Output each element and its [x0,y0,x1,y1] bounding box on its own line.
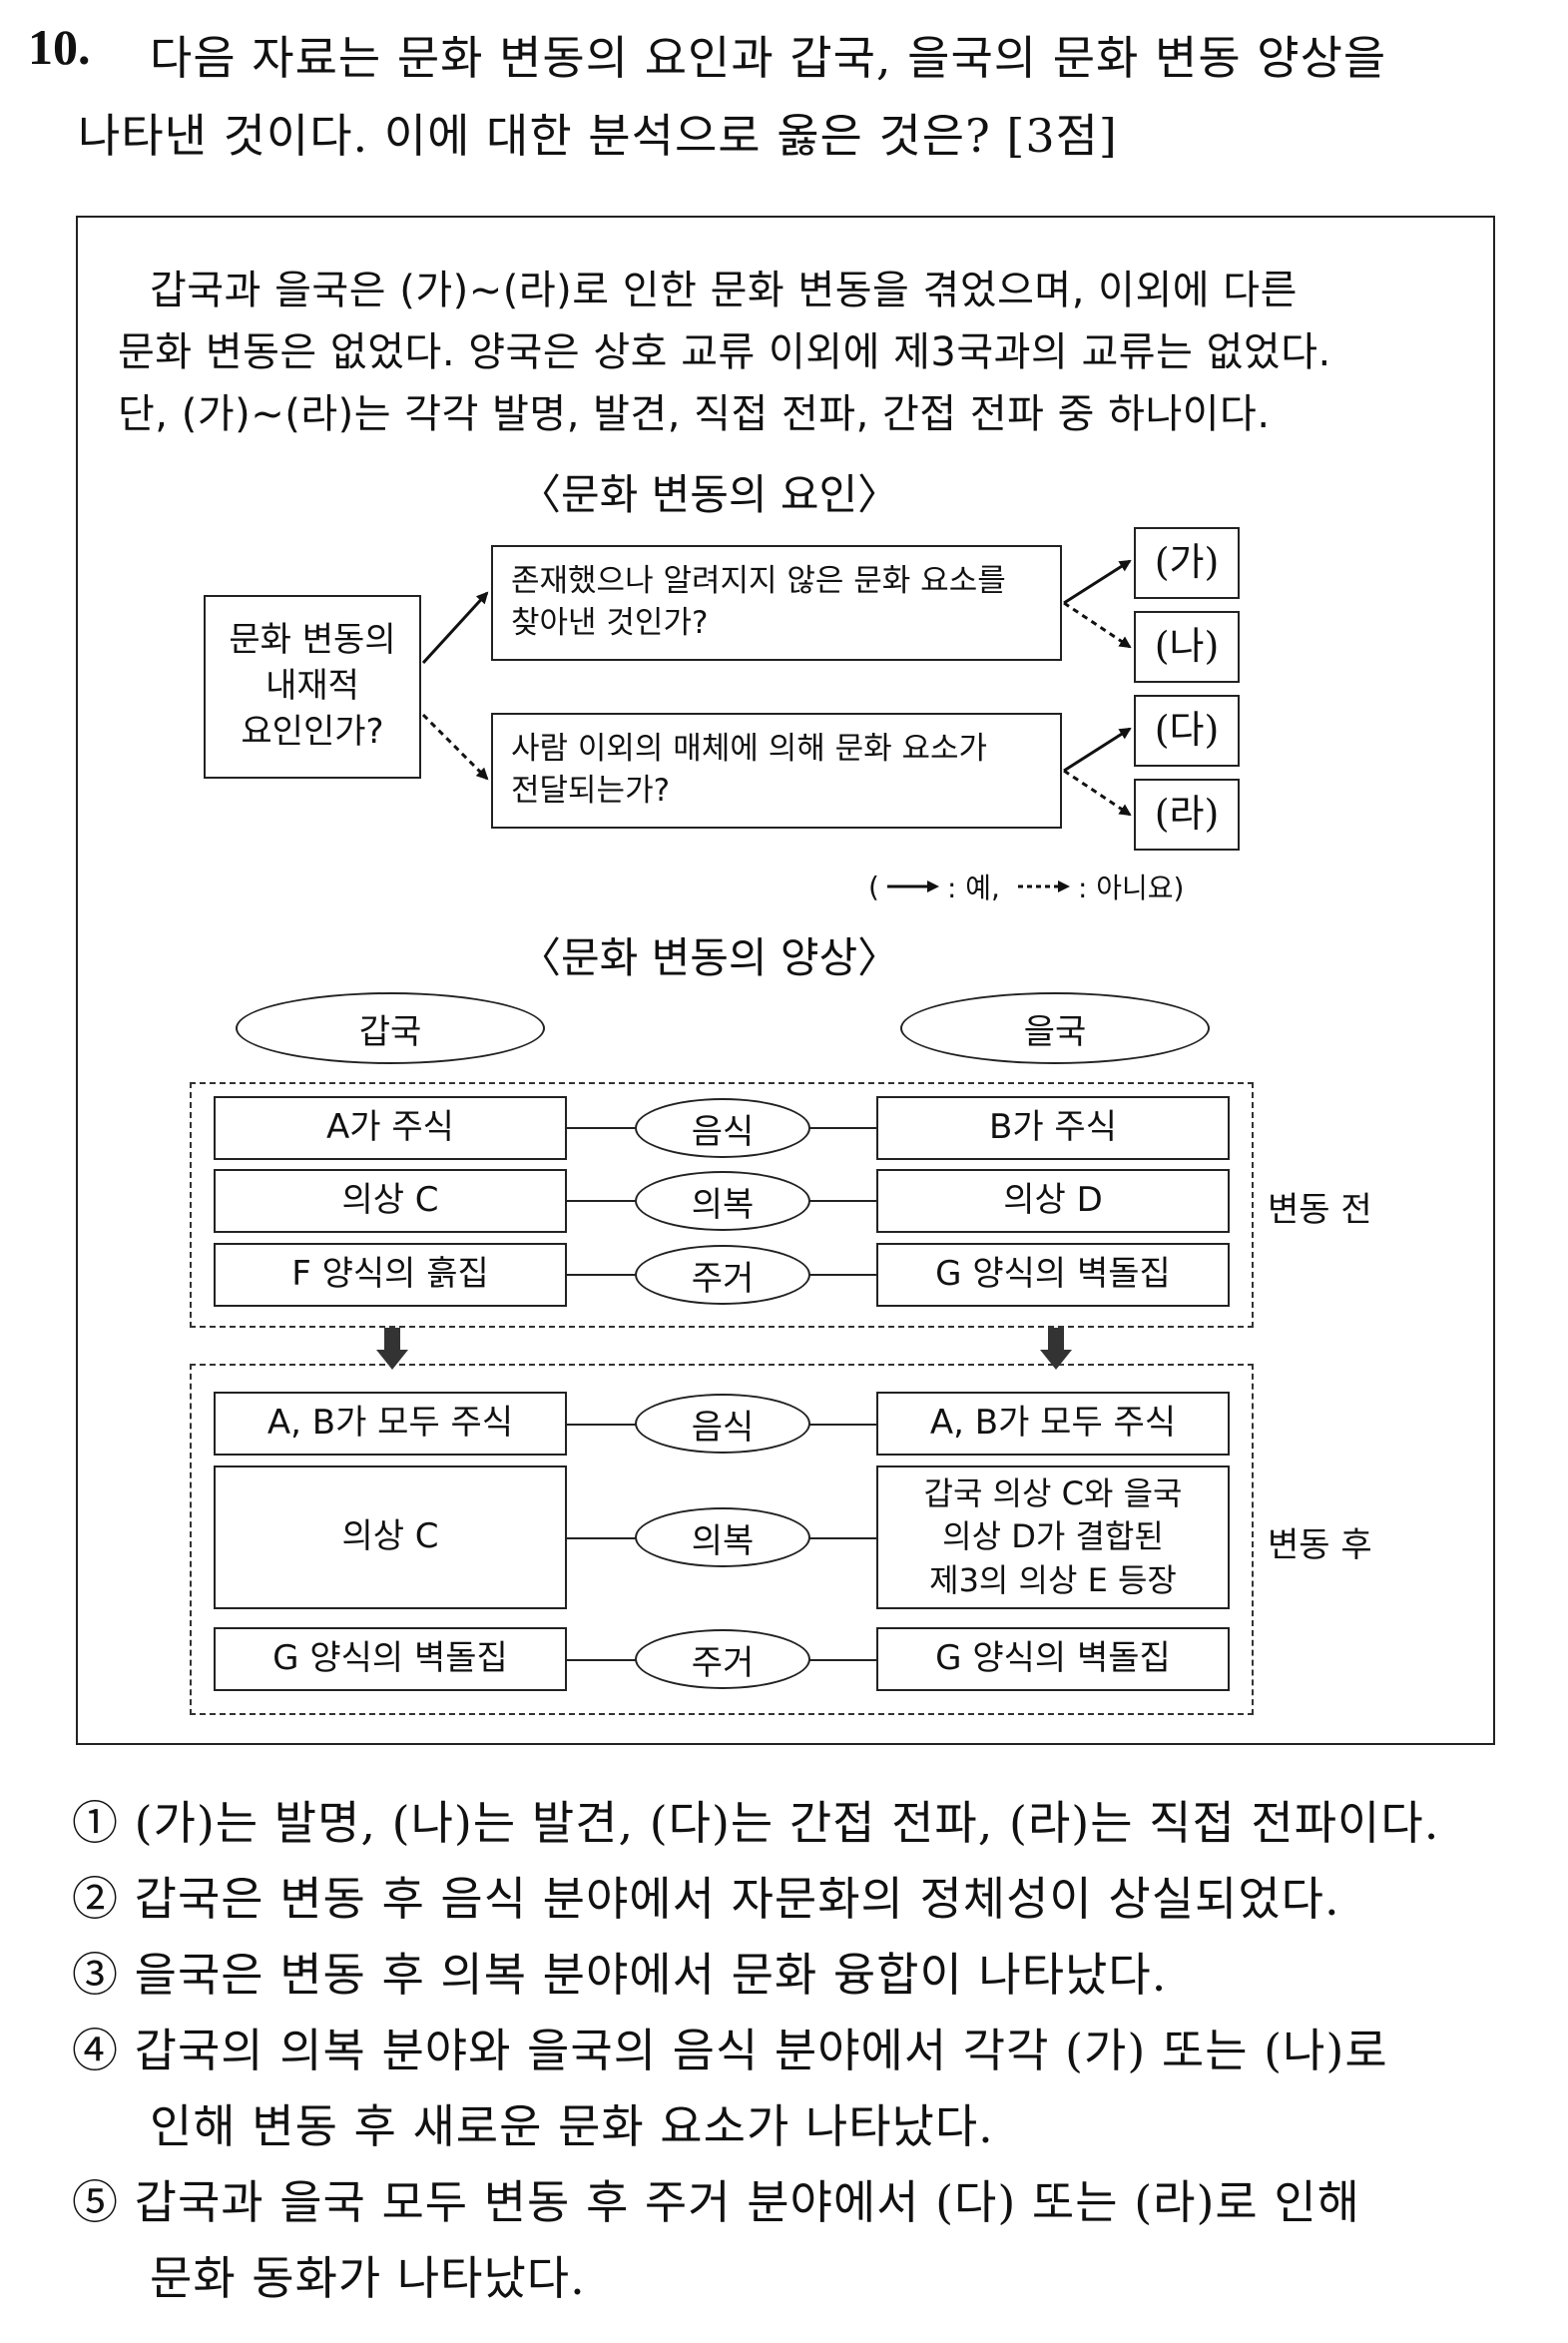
legend-no: : 아니요) [1077,872,1185,904]
before-clothing-gap: 의상 C [214,1169,567,1233]
before-food-gap: A가 주식 [214,1096,567,1160]
option-3[interactable]: ③ 을국은 변동 후 의복 분야에서 문화 융합이 나타났다. [72,1948,1168,2002]
legend: ( : 예, : 아니요) [868,867,1184,906]
question-box-discovery: 존재했으나 알려지지 않은 문화 요소를 찾아낸 것인가? [491,545,1062,661]
after-housing-eul: G 양식의 벽돌집 [876,1627,1230,1691]
after-clothing-domain: 의복 [635,1507,810,1567]
after-group [190,1364,1254,1715]
option-2[interactable]: ② 갑국은 변동 후 음식 분야에서 자문화의 정체성이 상실되었다. [72,1872,1340,1926]
patterns-title: 〈문화 변동의 양상〉 [519,933,900,982]
leaf-na: (나) [1134,611,1240,683]
before-housing-eul: G 양식의 벽돌집 [876,1243,1230,1307]
after-housing-gap: G 양식의 벽돌집 [214,1627,567,1691]
after-food-gap: A, B가 모두 주식 [214,1392,567,1456]
after-food-eul: A, B가 모두 주식 [876,1392,1230,1456]
option-1[interactable]: ① (가)는 발명, (나)는 발견, (다)는 간접 전파, (라)는 직접 … [72,1796,1440,1850]
before-group [190,1082,1254,1328]
factors-title: 〈문화 변동의 요인〉 [519,470,900,519]
before-food-domain: 음식 [635,1098,810,1158]
before-food-eul: B가 주식 [876,1096,1230,1160]
legend-yes: : 예, [946,872,1000,904]
after-food-domain: 음식 [635,1394,810,1454]
dashed-arrow-icon [1017,880,1070,892]
data-frame [76,216,1495,1745]
legend-open: ( [868,870,879,903]
leaf-ga: (가) [1134,527,1240,599]
before-clothing-domain: 의복 [635,1171,810,1231]
question-text-line2: 나타낸 것이다. 이에 대한 분석으로 옳은 것은? [3점] [78,109,1118,163]
before-housing-domain: 주거 [635,1245,810,1305]
after-housing-domain: 주거 [635,1629,810,1689]
option-5[interactable]: ⑤ 갑국과 을국 모두 변동 후 주거 분야에서 (다) 또는 (라)로 인해 [72,2175,1360,2229]
solid-arrow-icon [886,880,939,892]
intro-line1: 갑국과 을국은 (가)~(라)로 인한 문화 변동을 겪었으며, 이외에 다른 [150,268,1298,313]
root-question-box: 문화 변동의 내재적 요인인가? [204,595,421,779]
intro-line3: 단, (가)~(라)는 각각 발명, 발견, 직접 전파, 간접 전파 중 하나… [118,391,1271,437]
question-box-medium: 사람 이외의 매체에 의해 문화 요소가 전달되는가? [491,713,1062,829]
leaf-da: (다) [1134,695,1240,767]
after-label: 변동 후 [1268,1525,1372,1565]
question-text-line1: 다음 자료는 문화 변동의 요인과 갑국, 을국의 문화 변동 양상을 [150,31,1387,85]
option-4[interactable]: ④ 갑국의 의복 분야와 을국의 음식 분야에서 각각 (가) 또는 (나)로 [72,2024,1388,2077]
after-clothing-gap: 의상 C [214,1465,567,1609]
before-housing-gap: F 양식의 흙집 [214,1243,567,1307]
before-clothing-eul: 의상 D [876,1169,1230,1233]
option-5-cont: 문화 동화가 나타났다. [150,2251,586,2305]
question-number: 10. [28,19,91,75]
country-eul-ellipse: 을국 [900,992,1210,1064]
leaf-ra: (라) [1134,779,1240,851]
after-clothing-eul: 갑국 의상 C와 을국 의상 D가 결합된 제3의 의상 E 등장 [876,1465,1230,1609]
before-label: 변동 전 [1268,1190,1372,1230]
option-4-cont: 인해 변동 후 새로운 문화 요소가 나타났다. [150,2099,994,2153]
intro-line2: 문화 변동은 없었다. 양국은 상호 교류 이외에 제3국과의 교류는 없었다. [118,329,1331,375]
country-gap-ellipse: 갑국 [236,992,545,1064]
